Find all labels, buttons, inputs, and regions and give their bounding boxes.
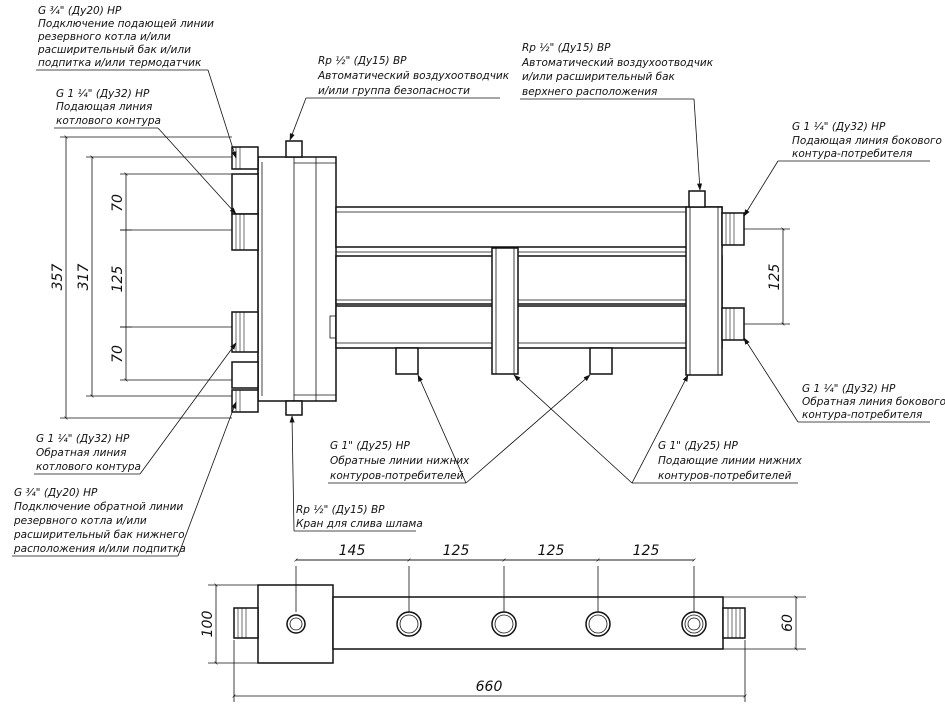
left-dimensions: 357 317 70 125 70 (50, 135, 232, 420)
callout-spec: G ¾" (Ду20) НР (38, 5, 122, 17)
callout-line: Подающая линия бокового (792, 135, 942, 147)
callout-line: контура-потребителя (792, 148, 912, 160)
plan-dimensions: 145 125 125 125 100 60 660 (200, 543, 806, 702)
manifold-bottom (335, 305, 723, 349)
callout-line: котлового контура (56, 115, 161, 127)
dim-plan-first: 145 (339, 543, 366, 559)
callout-line: контуров-потребителей (330, 470, 464, 482)
callout-boiler-return: G 1 ¼" (Ду32) НР Обратная линия котловог… (34, 342, 237, 475)
callout-line: Подающая линия (56, 101, 152, 113)
callout-lower-supply: G 1" (Ду25) НР Подающие линии нижних кон… (513, 374, 803, 484)
plan-port-1 (396, 611, 422, 637)
plan-view (233, 584, 746, 664)
callout-line: Автоматический воздухоотводчик (521, 57, 714, 69)
callout-spec: G 1 ¼" (Ду32) НР (802, 383, 896, 395)
separator-body (257, 156, 337, 402)
dim-right-spacing: 125 (767, 264, 783, 291)
bottom-stub-3 (589, 347, 613, 375)
callout-line: Подающие линии нижних (658, 455, 803, 467)
manifold-middle (335, 255, 723, 305)
callout-line: Подключение подающей линии (38, 18, 214, 30)
plan-manifold-body (332, 596, 724, 650)
air-vent-stub-left (285, 140, 303, 158)
left-stub-return-2 (231, 361, 259, 389)
callout-line: подпитка и/или термодатчик (38, 57, 202, 69)
callout-line: Автоматический воздухоотводчик (317, 70, 510, 82)
callout-spec: Rp ½" (Ду15) ВР (296, 504, 385, 516)
callout-drain-valve: Rp ½" (Ду15) ВР Кран для слива шлама (289, 415, 423, 532)
callout-line: резервного котла и/или (37, 31, 171, 43)
right-dimension: 125 (744, 227, 790, 326)
manifold-top (335, 206, 723, 248)
drain-stub (285, 400, 303, 416)
callout-spec: Rp ½" (Ду15) ВР (318, 55, 407, 67)
callout-spec: G 1 ¼" (Ду32) НР (56, 88, 150, 100)
plan-port-3 (585, 611, 611, 637)
right-outlet-top (721, 212, 745, 246)
callout-top-left-supply-backup: G ¾" (Ду20) НР Подключение подающей лини… (36, 5, 237, 159)
callout-line: расширительный бак и/или (37, 44, 191, 56)
callout-line: котлового контура (36, 461, 141, 473)
left-stub-supply (231, 173, 259, 215)
dim-spacing-mid: 125 (110, 266, 126, 293)
manifold-end-cap (685, 206, 723, 376)
plan-port-2 (491, 611, 517, 637)
callout-spec: G ¾" (Ду20) НР (14, 487, 98, 499)
air-vent-stub-right (688, 190, 706, 208)
callout-line: и/или расширительный бак (522, 71, 676, 83)
dim-plan-length: 660 (476, 679, 503, 695)
callout-line: Подключение обратной линии (14, 501, 183, 513)
left-stub-bottom-small (231, 389, 259, 413)
left-stub-supply-2 (231, 213, 259, 251)
callout-line: и/или группа безопасности (318, 85, 470, 97)
callout-side-supply: G 1 ¼" (Ду32) НР Подающая линия бокового… (743, 121, 942, 217)
right-outlet-bottom (721, 307, 745, 341)
callout-line: контуров-потребителей (658, 470, 792, 482)
callout-spec: G 1 ¼" (Ду32) НР (36, 433, 130, 445)
dim-spacing-bottom: 70 (110, 345, 126, 363)
dim-height-outer: 357 (50, 264, 66, 291)
plan-port-4 (681, 611, 707, 637)
callout-line: расположения и/или подпитка (13, 543, 186, 555)
dim-plan-height-right: 60 (780, 614, 796, 632)
callout-side-return: G 1 ¼" (Ду32) НР Обратная линия бокового… (743, 337, 945, 423)
callout-line: Обратная линия бокового (802, 396, 945, 408)
callout-spec: G 1" (Ду25) НР (658, 440, 739, 452)
dim-height-inner: 317 (76, 264, 92, 291)
dim-plan-second: 125 (443, 543, 470, 559)
callout-line: Кран для слива шлама (296, 518, 423, 530)
dim-plan-height-left: 100 (200, 611, 216, 638)
callout-lower-return: G 1" (Ду25) НР Обратные линии нижних кон… (328, 374, 591, 484)
callout-boiler-supply: G 1 ¼" (Ду32) НР Подающая линия котловог… (54, 88, 237, 215)
callout-line: резервного котла и/или (13, 515, 147, 527)
front-view (231, 140, 745, 416)
dim-plan-third: 125 (538, 543, 565, 559)
callout-spec: G 1 ¼" (Ду32) НР (792, 121, 886, 133)
plan-right-thread (722, 607, 746, 639)
callout-line: Обратная линия (36, 447, 126, 459)
callout-line: контура-потребителя (802, 409, 922, 421)
dim-spacing-top: 70 (110, 194, 126, 212)
callout-line: Обратные линии нижних (330, 455, 470, 467)
callout-spec: G 1" (Ду25) НР (330, 440, 411, 452)
callout-line: расширительный бак нижнего (13, 529, 185, 541)
callout-spec: Rp ½" (Ду15) ВР (522, 42, 611, 54)
bottom-stub-1 (395, 347, 419, 375)
callout-air-vent-safety: Rp ½" (Ду15) ВР Автоматический воздухоот… (289, 55, 510, 141)
dim-plan-fourth: 125 (633, 543, 660, 559)
callout-line: верхнего расположения (522, 86, 657, 98)
callout-air-vent-tank: Rp ½" (Ду15) ВР Автоматический воздухоот… (520, 42, 714, 191)
callout-bottom-left-return-backup: G ¾" (Ду20) НР Подключение обратной лини… (12, 401, 237, 557)
